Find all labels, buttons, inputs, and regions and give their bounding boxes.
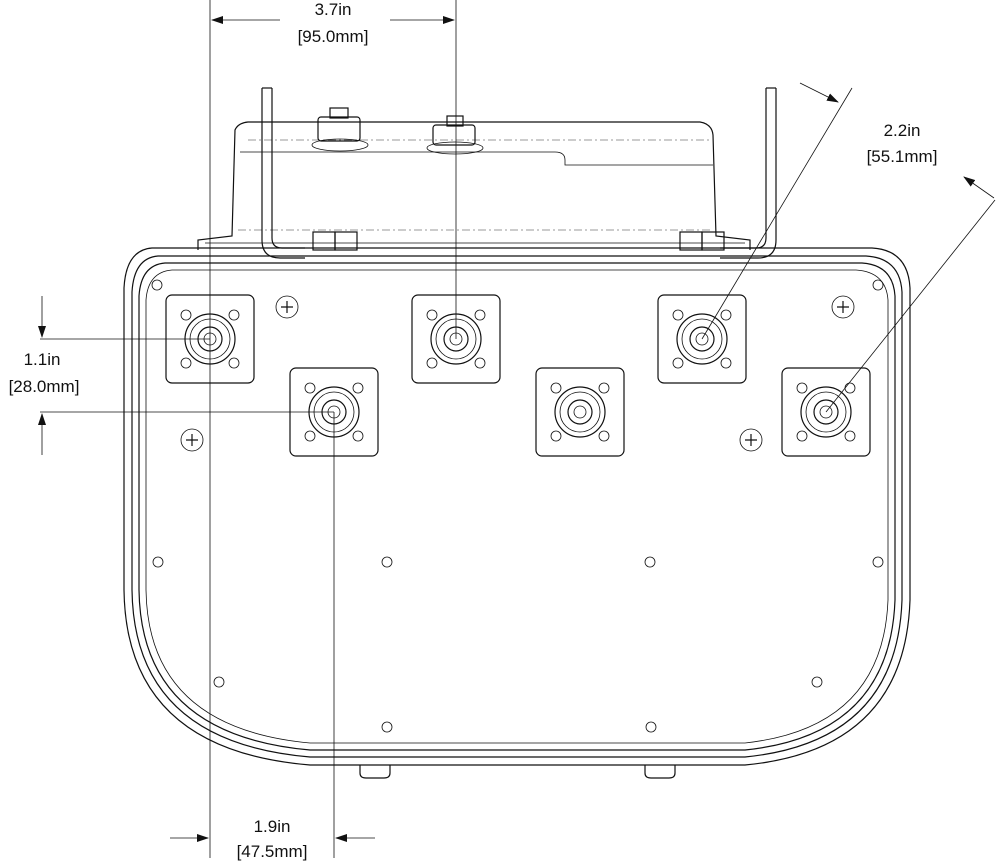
hole (872, 279, 884, 291)
dim-top-imperial: 3.7in (315, 0, 352, 19)
connector-port (535, 367, 625, 457)
hole (644, 556, 656, 568)
screws (180, 295, 855, 452)
screw (831, 295, 855, 319)
dim-right-metric: [55.1mm] (867, 147, 938, 166)
hole (872, 556, 884, 568)
dimension-label-left: 1.1in [28.0mm] (9, 350, 80, 396)
hole (381, 721, 393, 733)
hole (811, 676, 823, 688)
screw (739, 428, 763, 452)
screw (180, 428, 204, 452)
dim-left-metric: [28.0mm] (9, 377, 80, 396)
mounting-holes (151, 279, 884, 733)
hole (213, 676, 225, 688)
dimension-lines (38, 0, 996, 858)
hole (152, 556, 164, 568)
dim-bottom-metric: [47.5mm] (237, 842, 308, 861)
hole (381, 556, 393, 568)
hole (151, 279, 163, 291)
mounting-bracket-housing (197, 87, 777, 259)
dimension-label-bottom: 1.9in [47.5mm] (237, 817, 308, 861)
hole (645, 721, 657, 733)
dim-right-imperial: 2.2in (884, 121, 921, 140)
dimension-label-right: 2.2in [55.1mm] (867, 121, 938, 166)
connector-port (657, 294, 747, 384)
dimension-label-top: 3.7in [95.0mm] (298, 0, 369, 46)
antenna-body (123, 247, 911, 779)
dim-bottom-imperial: 1.9in (254, 817, 291, 836)
dim-top-metric: [95.0mm] (298, 27, 369, 46)
screw (275, 295, 299, 319)
dim-left-imperial: 1.1in (24, 350, 61, 369)
